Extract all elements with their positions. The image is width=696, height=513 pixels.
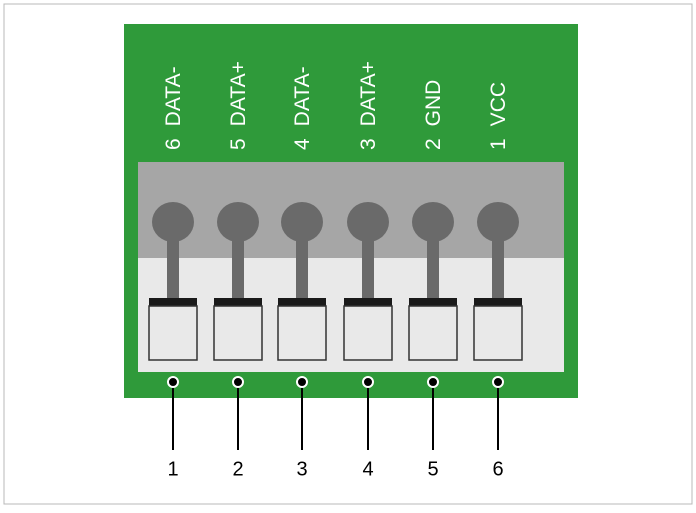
terminal-pin-shaft	[427, 222, 439, 302]
terminal-screw-head	[152, 202, 194, 242]
terminal-clamp-edge	[278, 298, 326, 306]
pcb-pin-number: 4	[291, 138, 314, 150]
pcb-pin-label: 2 GND	[422, 80, 445, 150]
callout-leaders: 1 2 3 4 5 6	[167, 376, 504, 480]
terminal-wire-entry	[473, 305, 523, 361]
terminal-clamp-edge	[214, 298, 262, 306]
pcb-pin-number: 3	[357, 138, 380, 150]
callout-dot	[492, 376, 504, 388]
pcb-pin-signal: GND	[422, 80, 445, 127]
callout-dot	[232, 376, 244, 388]
callout-number: 1	[167, 458, 178, 480]
terminal-screw-head	[477, 202, 519, 242]
terminal-pin-shaft	[232, 222, 244, 302]
callout-dot	[362, 376, 374, 388]
pcb-pin-label: 6 DATA-	[162, 66, 185, 150]
terminal-pin-shaft	[362, 222, 374, 302]
pcb-pin-signal: DATA-	[162, 66, 185, 126]
terminal-clamp-edge	[344, 298, 392, 306]
terminal-clamp-edge	[149, 298, 197, 306]
terminal-screw-head	[217, 202, 259, 242]
pcb-pin-signal: DATA-	[291, 66, 314, 126]
pcb-pin-number: 6	[162, 138, 185, 150]
callout-dot	[427, 376, 439, 388]
terminal-wire-entry	[408, 305, 458, 361]
terminal-clamp-edge	[409, 298, 457, 306]
pcb-pin-signal: VCC	[487, 82, 510, 126]
pcb-pin-number: 5	[227, 138, 250, 150]
terminal-pin-shaft	[296, 222, 308, 302]
terminal-wire-entry	[148, 305, 198, 361]
terminal-wire-entry	[277, 305, 327, 361]
callout-dot	[296, 376, 308, 388]
terminal-screw-head	[281, 202, 323, 242]
pcb-pin-number: 1	[487, 138, 510, 150]
pcb-pin-label: 4 DATA-	[291, 66, 314, 150]
pcb-pin-label: 1 VCC	[487, 82, 510, 150]
callout-number: 6	[492, 458, 503, 480]
pcb-pin-labels: 6 DATA- 5 DATA+ 4 DATA- 3 DATA+ 2 GND 1 VCC	[162, 61, 510, 150]
terminals	[148, 202, 523, 361]
pcb-pin-number: 2	[422, 138, 445, 150]
terminal-screw-head	[412, 202, 454, 242]
terminal-pin-shaft	[492, 222, 504, 302]
pcb-pin-signal: DATA+	[357, 61, 380, 126]
callout-number: 4	[362, 458, 373, 480]
pcb-pin-signal: DATA+	[227, 61, 250, 126]
pcb-pin-label: 5 DATA+	[227, 61, 250, 150]
terminal-clamp-edge	[474, 298, 522, 306]
callout-number: 3	[296, 458, 307, 480]
pcb-pin-label: 3 DATA+	[357, 61, 380, 150]
callout-dot	[167, 376, 179, 388]
terminal-pin-shaft	[167, 222, 179, 302]
terminal-wire-entry	[213, 305, 263, 361]
callout-number: 2	[232, 458, 243, 480]
callout-number: 5	[427, 458, 438, 480]
terminal-screw-head	[347, 202, 389, 242]
terminal-wire-entry	[343, 305, 393, 361]
